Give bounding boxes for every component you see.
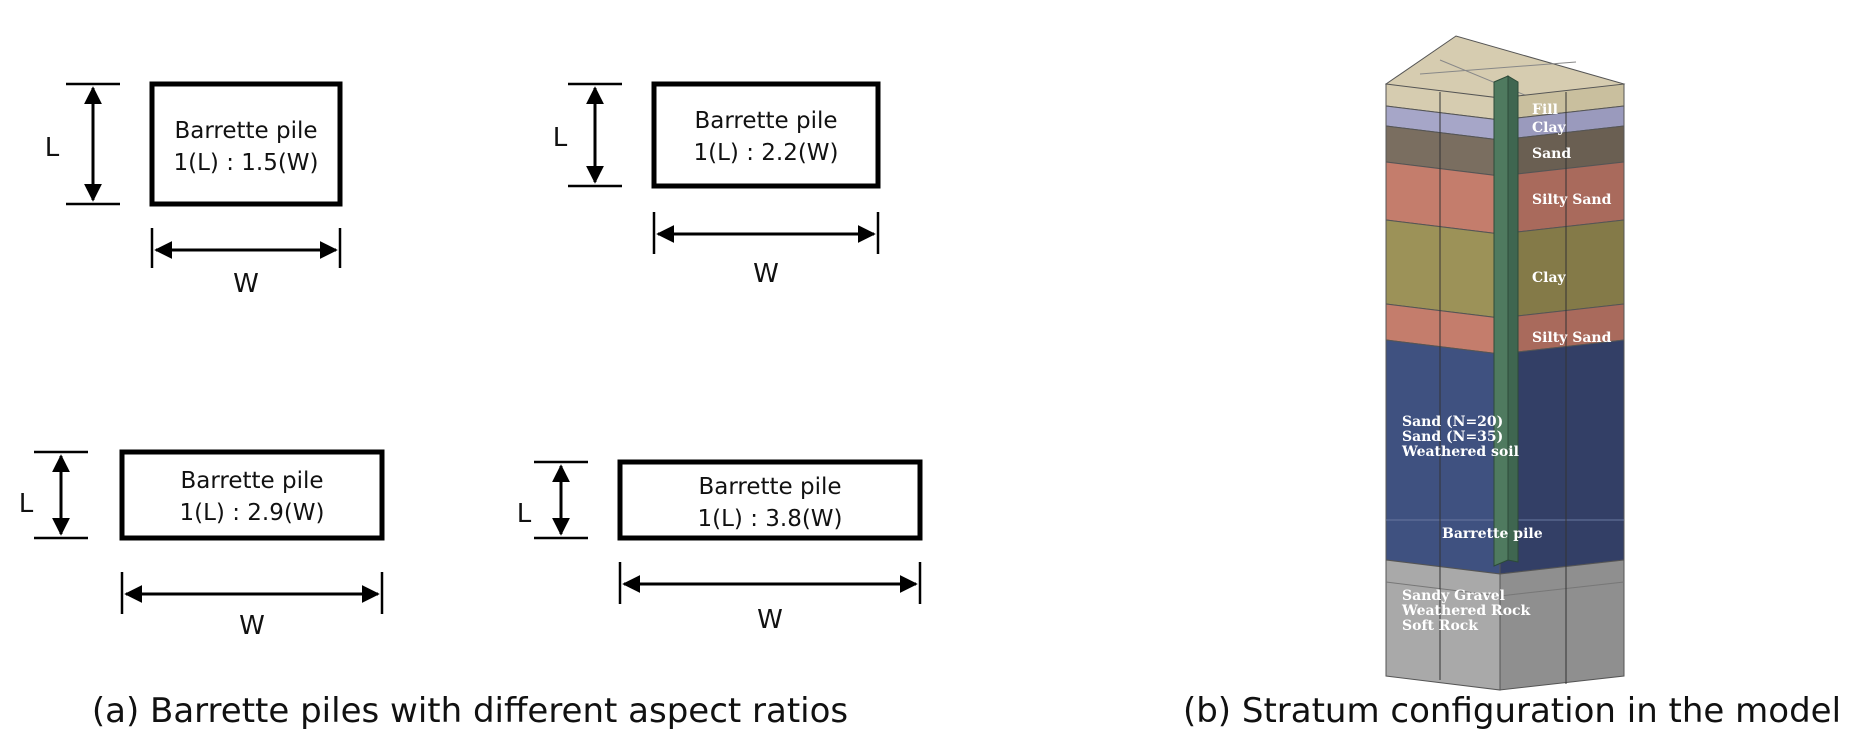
label-clay-top: Clay — [1532, 120, 1567, 136]
label-barrette-pile: Barrette pile — [1442, 526, 1543, 542]
pile-1: Barrette pile 1(L) : 1.5(W) L W — [45, 81, 343, 299]
pile-2-ratio: 1(L) : 2.2(W) — [693, 140, 838, 166]
pile-3-width-label: W — [239, 611, 265, 641]
pile-3-ratio: 1(L) : 2.9(W) — [179, 500, 324, 526]
pile-4-ratio: 1(L) : 3.8(W) — [697, 506, 842, 532]
label-silty-sand-2: Silty Sand — [1532, 330, 1612, 346]
pile-1-title: Barrette pile — [174, 118, 317, 144]
pile-2: Barrette pile 1(L) : 2.2(W) L W — [553, 81, 881, 289]
barrette-pile-element — [1493, 75, 1509, 567]
label-sand-n20: Sand (N=20) — [1402, 414, 1503, 430]
layer-rock-right — [1499, 559, 1625, 691]
rock-divider — [1385, 581, 1501, 597]
pile-1-ratio: 1(L) : 1.5(W) — [173, 150, 318, 176]
pile-2-width-label: W — [753, 259, 779, 289]
pile-4-length-label: L — [517, 499, 532, 529]
pile-3-section — [119, 449, 385, 541]
panel-b: Fill Clay Sand Silty Sand Clay Silty San… — [1183, 35, 1841, 731]
pile-4: Barrette pile 1(L) : 3.8(W) L W — [517, 459, 923, 635]
caption-b: (b) Stratum configuration in the model — [1183, 691, 1841, 731]
layer-clay-mid-right — [1499, 219, 1625, 319]
pile-2-section — [651, 81, 881, 189]
pile-2-length-label: L — [553, 123, 568, 153]
pile-3-length-label: L — [19, 489, 34, 519]
label-weathered-rock: Weathered Rock — [1401, 603, 1531, 619]
label-soft-rock: Soft Rock — [1402, 618, 1478, 634]
label-sandy-gravel: Sandy Gravel — [1402, 588, 1505, 604]
label-sand-n35: Sand (N=35) — [1402, 429, 1503, 445]
barrette-pile-element-right — [1507, 75, 1519, 563]
top-grid-line — [1419, 61, 1577, 75]
label-fill: Fill — [1532, 102, 1558, 118]
caption-a: (a) Barrette piles with different aspect… — [92, 691, 848, 731]
label-silty-sand-1: Silty Sand — [1532, 192, 1612, 208]
pile-1-section — [149, 81, 343, 207]
pile-4-width-label: W — [757, 605, 783, 635]
label-clay-mid: Clay — [1532, 270, 1567, 286]
pile-4-section — [617, 459, 923, 541]
layer-clay-mid — [1385, 219, 1501, 319]
label-weathered-soil: Weathered soil — [1401, 444, 1519, 460]
pile-2-title: Barrette pile — [694, 108, 837, 134]
pile-3: Barrette pile 1(L) : 2.9(W) L W — [19, 449, 385, 641]
pile-1-width-label: W — [233, 269, 259, 299]
pile-4-title: Barrette pile — [698, 474, 841, 500]
label-sand: Sand — [1532, 146, 1571, 162]
pile-3-title: Barrette pile — [180, 468, 323, 494]
panel-a: Barrette pile 1(L) : 1.5(W) L W Barrette… — [19, 81, 923, 731]
pile-1-length-label: L — [45, 133, 60, 163]
rock-divider — [1499, 581, 1625, 597]
